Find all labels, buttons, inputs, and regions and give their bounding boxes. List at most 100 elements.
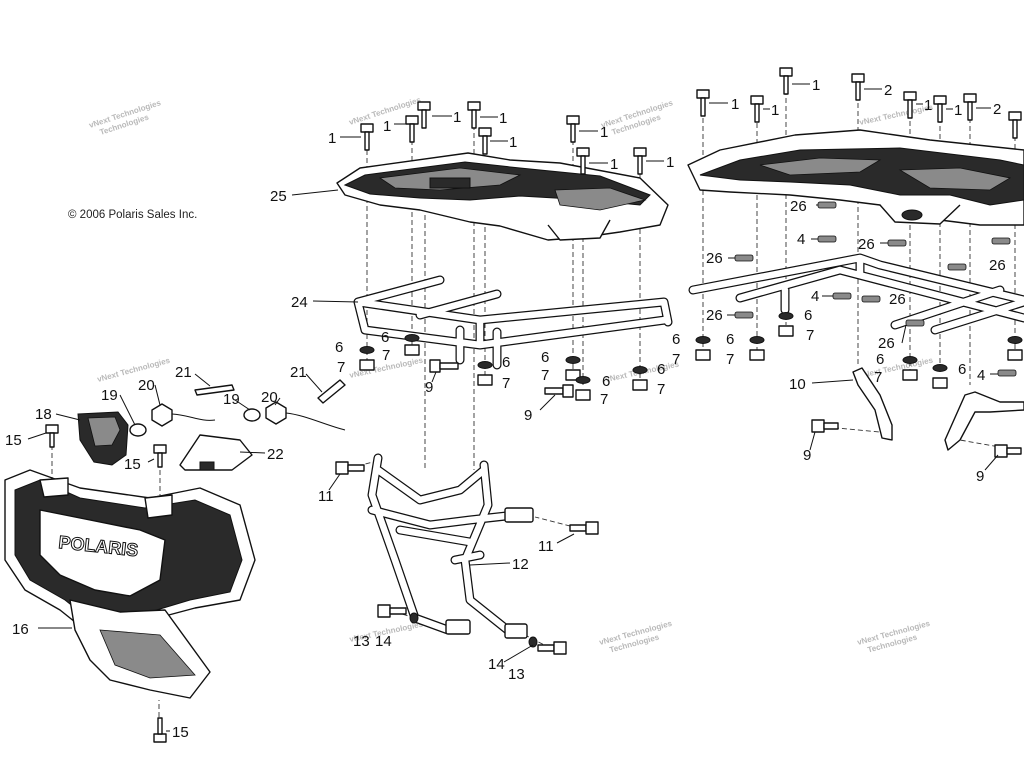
callout-label: 10 <box>789 376 806 393</box>
washer <box>404 334 420 342</box>
callout-label: 7 <box>672 351 680 368</box>
nut <box>778 325 794 337</box>
callout-label: 1 <box>499 110 507 127</box>
callout-label: 7 <box>382 347 390 364</box>
rear-rack <box>687 129 1024 226</box>
callout-label: 1 <box>771 102 779 119</box>
callout-label: 19 <box>223 391 240 408</box>
nut <box>477 374 493 386</box>
screw <box>153 444 167 468</box>
callout-label: 15 <box>124 456 141 473</box>
watermark: vNext Technologies Technologies <box>88 98 163 137</box>
bolt <box>1008 111 1022 139</box>
nut <box>749 349 765 361</box>
callout-label: 13 <box>508 666 525 683</box>
callout-labels: 1 1 1 1 1 1 1 1 1 1 1 1 1 2 2 25 24 26 2… <box>5 77 1006 741</box>
callout-label: 15 <box>172 724 189 741</box>
callout-label: 1 <box>731 96 739 113</box>
callout-label: 14 <box>488 656 505 673</box>
callout-label: 18 <box>35 406 52 423</box>
callout-label: 6 <box>672 331 680 348</box>
callout-label: 20 <box>261 389 278 406</box>
nut <box>932 377 948 389</box>
callout-label: 15 <box>5 432 22 449</box>
rear-rack-frame <box>688 253 1024 335</box>
rear-brackets <box>852 367 1024 451</box>
spacer <box>734 311 754 319</box>
spacer <box>997 369 1017 377</box>
callout-label: 26 <box>989 257 1006 274</box>
bolt <box>537 641 567 655</box>
screw <box>994 444 1022 458</box>
headlight <box>77 411 129 466</box>
socket <box>265 401 287 425</box>
callout-label: 22 <box>267 446 284 463</box>
bolt <box>405 115 419 143</box>
washer <box>1007 336 1023 344</box>
callout-label: 24 <box>291 294 308 311</box>
callout-label: 9 <box>425 379 433 396</box>
bolt <box>360 123 374 151</box>
callout-label: 6 <box>541 349 549 366</box>
callout-label: 1 <box>812 77 820 94</box>
spacer <box>947 263 967 271</box>
callout-label: 26 <box>706 250 723 267</box>
callout-label: 7 <box>726 351 734 368</box>
callout-label: 1 <box>954 102 962 119</box>
fasteners <box>45 67 1023 743</box>
callout-label: 26 <box>790 198 807 215</box>
socket <box>151 403 173 427</box>
watermark: vNext Technologies <box>859 355 935 380</box>
callout-label: 11 <box>538 538 554 555</box>
watermark: vNext Technologies <box>96 356 171 384</box>
spacer <box>905 319 925 327</box>
callout-label: 6 <box>602 373 610 390</box>
bumper-mount-tab <box>504 623 528 639</box>
spacer <box>991 237 1011 245</box>
retainer-pin <box>317 379 346 404</box>
washer <box>477 361 493 369</box>
front-bumper <box>367 453 534 639</box>
washer <box>359 346 375 354</box>
callout-label: 4 <box>797 231 805 248</box>
watermark-line-1: vNext Technologies <box>96 356 171 384</box>
watermark-line-1: vNext Technologies <box>859 355 935 380</box>
callout-label: 1 <box>328 130 336 147</box>
spacer <box>887 239 907 247</box>
bulbs-sockets <box>129 379 346 437</box>
washer <box>749 336 765 344</box>
callout-label: 6 <box>657 361 665 378</box>
bolt <box>566 115 580 143</box>
bolt <box>779 67 793 95</box>
bolt <box>750 95 764 123</box>
retainer-pin <box>194 384 235 396</box>
washer <box>932 364 948 372</box>
callout-label: 7 <box>502 375 510 392</box>
watermark: vNext Technologies <box>859 102 935 127</box>
callout-label: 7 <box>806 327 814 344</box>
callout-label: 26 <box>878 335 895 352</box>
callout-label: 6 <box>335 339 343 356</box>
bumper-mount-tab <box>445 619 471 635</box>
callout-label: 7 <box>337 359 345 376</box>
watermark: vNext Technologies Technologies <box>598 619 673 655</box>
bolt <box>576 147 590 175</box>
callout-label: 1 <box>924 97 932 114</box>
spacer <box>832 292 852 300</box>
callout-label: 14 <box>375 633 392 650</box>
nut <box>359 359 375 371</box>
washer <box>778 312 794 320</box>
callout-label: 21 <box>290 364 307 381</box>
callout-label: 4 <box>811 288 819 305</box>
callout-label: 1 <box>610 156 618 173</box>
spacer <box>817 201 837 209</box>
bolt <box>478 127 492 155</box>
callout-label: 1 <box>383 118 391 135</box>
bolt <box>696 89 710 117</box>
callout-label: 2 <box>993 101 1001 118</box>
leader-lines <box>27 83 999 732</box>
callout-label: 7 <box>657 381 665 398</box>
bolt <box>963 93 977 121</box>
bulb <box>243 408 261 422</box>
